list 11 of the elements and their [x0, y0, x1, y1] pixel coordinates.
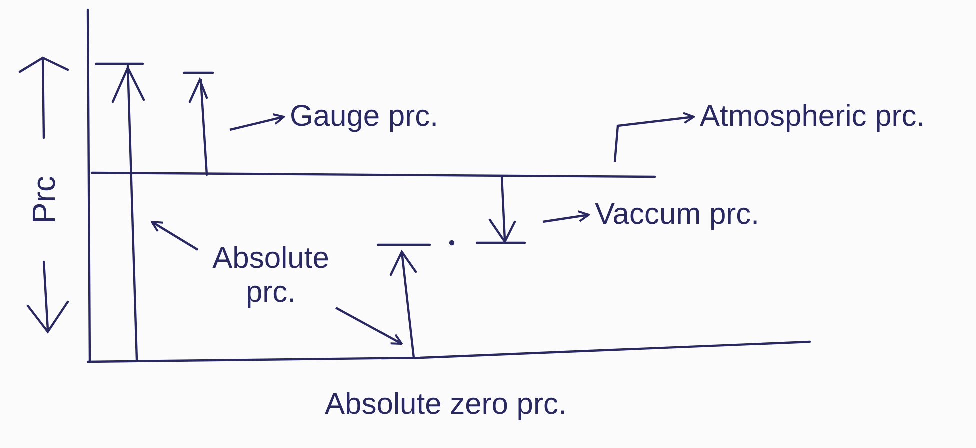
axis-label: Prc — [26, 175, 62, 226]
pressure-label: Absolute prc. — [212, 242, 330, 310]
leader-arrow — [151, 221, 199, 251]
leader-arrow — [542, 210, 590, 224]
leader-arrow — [335, 307, 403, 345]
leader-arrow — [230, 113, 285, 132]
pressure-label: Gauge prc. — [290, 100, 440, 134]
pressure-label: Atmospheric prc. — [700, 100, 926, 134]
pressure-label: Vaccum prc. — [595, 198, 760, 232]
leader-arrow — [614, 112, 695, 162]
pressure-label: Absolute zero prc. — [325, 388, 568, 422]
